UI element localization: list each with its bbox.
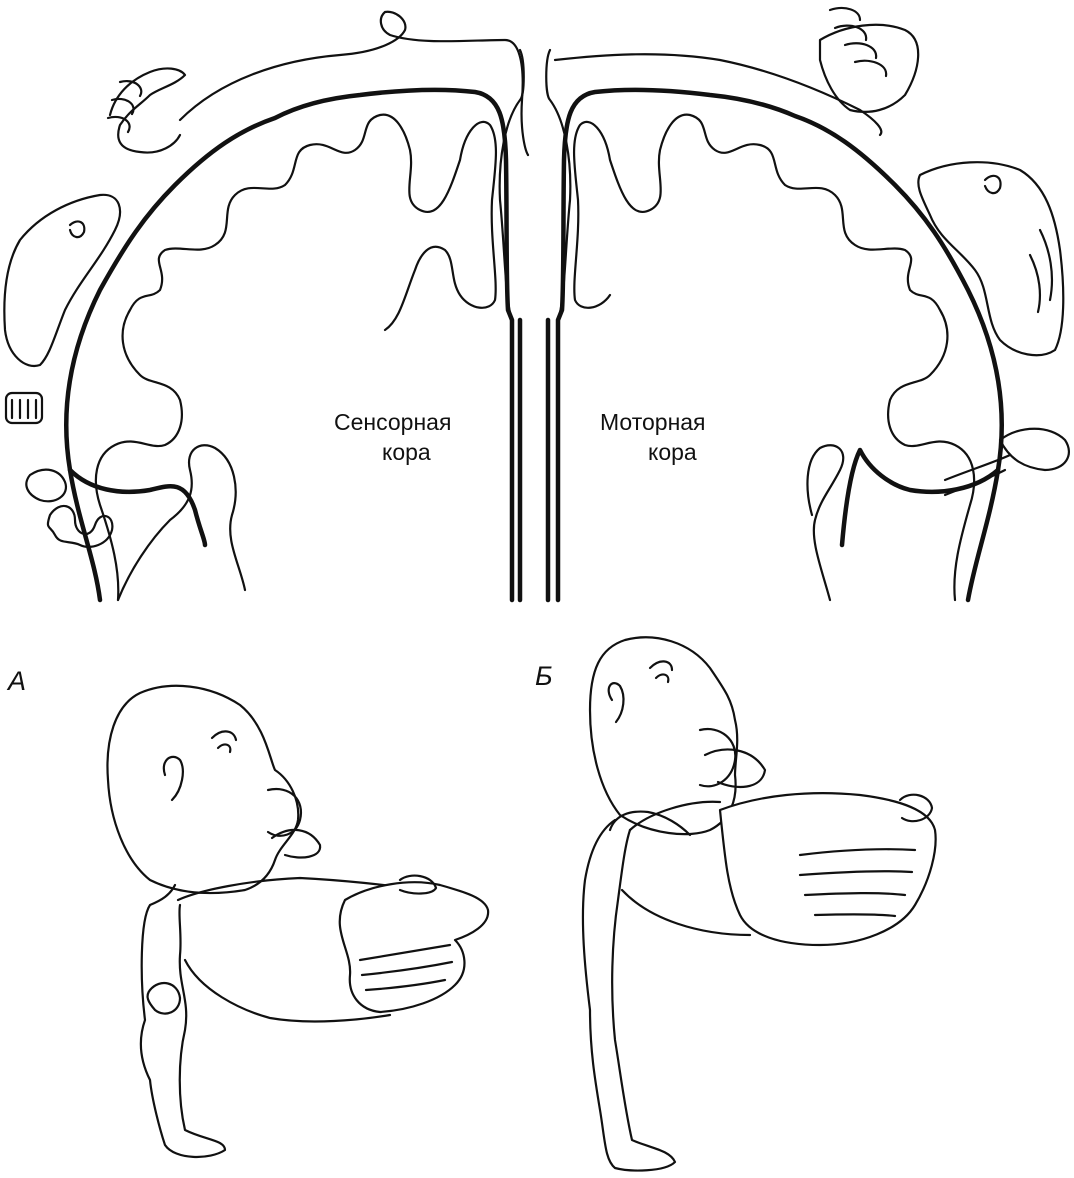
motor-throat-lines <box>943 453 1012 497</box>
homunculus-b-eye-icon <box>648 660 674 684</box>
homunculus-a-genital-icon <box>146 981 182 1015</box>
sensory-fingers <box>106 80 143 134</box>
homunculus-b-thumb <box>898 793 934 823</box>
midline-right-inner <box>545 48 572 322</box>
homunculus-a-hand-icon <box>338 881 490 1014</box>
homunculus-b-tongue-icon <box>703 748 767 788</box>
sensory-cortex-diagram: Сенсорная кора <box>3 10 530 603</box>
homunculus-b-shoulder <box>608 810 692 837</box>
sensory-sulcus-lower <box>116 444 247 602</box>
figure-letter-a: А <box>6 666 26 696</box>
sensory-tongue-icon <box>25 468 68 503</box>
figure-letter-b: Б <box>535 661 553 691</box>
homunculus-a-finger-lines <box>358 943 454 992</box>
sensory-body-parts <box>3 10 530 548</box>
motor-label-line1: Моторная <box>600 409 706 435</box>
homunculus-a-tongue-icon <box>270 828 322 859</box>
motor-eye-icon <box>983 174 1002 195</box>
midline-left-inner <box>498 48 525 322</box>
sensory-teeth-icon <box>4 391 44 425</box>
motor-tongue-icon <box>998 427 1070 472</box>
homunculus-a-eye-icon <box>210 730 238 754</box>
sensory-trunk-leg-icon <box>178 10 530 157</box>
motor-body-parts <box>553 6 1070 497</box>
motor-mouth-icon <box>1028 228 1054 314</box>
sensory-homunculus: А <box>6 666 490 1159</box>
homunculus-a-head <box>106 684 300 895</box>
homunculus-b-finger-lines <box>798 848 917 918</box>
sensory-face-icon <box>3 193 122 368</box>
motor-sulcus-lower <box>806 444 845 602</box>
homunculus-b-head <box>588 636 739 836</box>
sensory-teeth-lines <box>10 398 38 420</box>
sensory-eye-icon <box>68 220 86 239</box>
homunculus-a-thumb <box>398 874 438 895</box>
homunculus-b-hand-icon <box>718 792 937 947</box>
homunculus-b-arm <box>620 800 752 937</box>
sensory-label-line2: кора <box>382 439 431 465</box>
homunculus-a-lips-icon <box>266 787 303 837</box>
sensory-hand-icon <box>108 67 187 154</box>
sensory-cortex-outline <box>64 87 515 603</box>
sensory-gyri <box>94 113 498 602</box>
homunculus-a-ear-icon <box>162 755 184 802</box>
motor-label-line2: кора <box>648 439 697 465</box>
motor-trunk-icon <box>553 53 883 137</box>
motor-cortex-outline <box>555 87 1004 603</box>
motor-cortex-diagram: Моторная кора <box>545 6 1070 603</box>
homunculus-b-lips-icon <box>698 727 737 788</box>
sensory-viscera-icon <box>46 504 114 548</box>
sensory-lateral-sulcus <box>67 467 208 548</box>
sensory-label-line1: Сенсорная <box>334 409 451 435</box>
homunculus-a-body <box>139 883 227 1159</box>
motor-homunculus: Б <box>535 636 937 1172</box>
motor-fingers <box>828 6 888 78</box>
motor-gyri <box>572 113 976 602</box>
homunculus-b-ear-icon <box>607 682 625 724</box>
motor-lateral-sulcus <box>839 447 1001 548</box>
homunculus-b-body <box>581 818 677 1172</box>
motor-hand-icon <box>818 23 920 113</box>
motor-face-icon <box>917 161 1065 357</box>
